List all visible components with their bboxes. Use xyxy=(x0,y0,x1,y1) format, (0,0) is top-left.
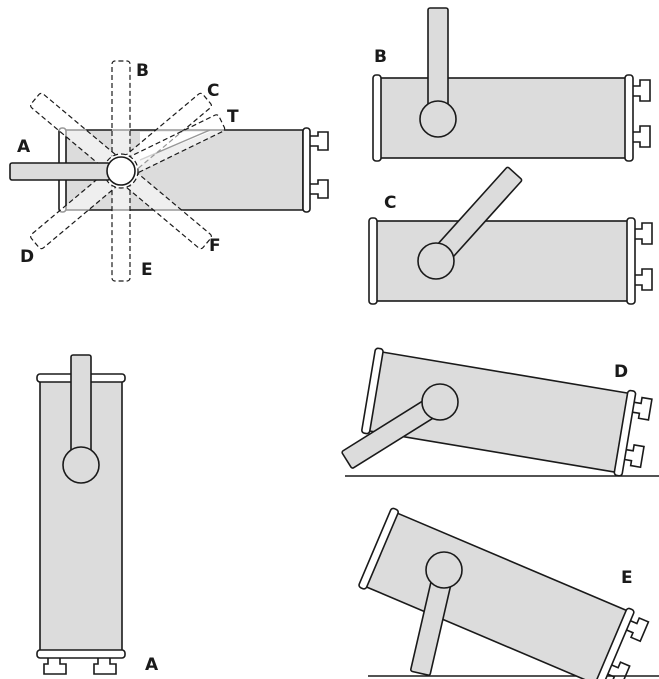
overview-label-A: A xyxy=(17,137,31,157)
panel-C-left-bezel xyxy=(368,217,378,305)
ghost-handle-B xyxy=(111,60,131,172)
panel-B-hub xyxy=(419,100,457,138)
panel-A-hub xyxy=(62,446,100,484)
overview-figure: A B C T D E F xyxy=(9,60,329,282)
panel-C-foot-upper xyxy=(635,222,653,245)
overview-label-C: C xyxy=(207,81,219,101)
panel-D-label: D xyxy=(614,362,628,382)
overview-label-B: B xyxy=(136,61,149,81)
panel-B-foot-lower xyxy=(633,125,651,148)
panel-D-instrument xyxy=(361,347,653,477)
panel-A-foot-left xyxy=(43,658,67,675)
panel-B-body xyxy=(379,77,627,159)
overview-right-bezel xyxy=(302,127,311,213)
panel-C-foot-lower xyxy=(635,268,653,291)
overview-label-D: D xyxy=(20,247,34,267)
panel-A-label: A xyxy=(145,655,159,675)
panel-E-hub xyxy=(425,551,463,589)
panel-B: B xyxy=(372,7,651,162)
overview-rear-foot-upper xyxy=(310,131,329,151)
panel-B-left-bezel xyxy=(372,74,382,162)
panel-C-right-bezel xyxy=(626,217,636,305)
overview-label-E: E xyxy=(141,260,153,280)
overview-label-F: F xyxy=(209,236,221,256)
overview-hub xyxy=(106,156,136,186)
panel-C: C xyxy=(368,166,653,305)
panel-C-hub xyxy=(417,242,455,280)
panel-D: D xyxy=(341,347,659,477)
panel-A: A xyxy=(36,354,159,675)
overview-rear-foot-lower xyxy=(310,179,329,199)
panel-E-label: E xyxy=(621,568,633,588)
panel-A-foot-right xyxy=(93,658,117,675)
panel-A-handle xyxy=(70,354,92,456)
panel-C-label: C xyxy=(384,193,396,213)
overview-handle-A xyxy=(9,162,111,181)
panel-D-hub xyxy=(421,383,459,421)
panel-A-bottom-bezel xyxy=(36,649,126,659)
overview-label-T: T xyxy=(227,107,239,127)
panel-B-label: B xyxy=(374,47,387,67)
ghost-handle-E xyxy=(111,170,131,282)
panel-E: E xyxy=(358,507,659,679)
panel-B-foot-upper xyxy=(633,79,651,102)
panel-B-right-bezel xyxy=(624,74,634,162)
panel-C-body xyxy=(375,220,629,302)
panel-B-handle xyxy=(427,7,449,109)
panel-E-instrument xyxy=(358,507,650,679)
